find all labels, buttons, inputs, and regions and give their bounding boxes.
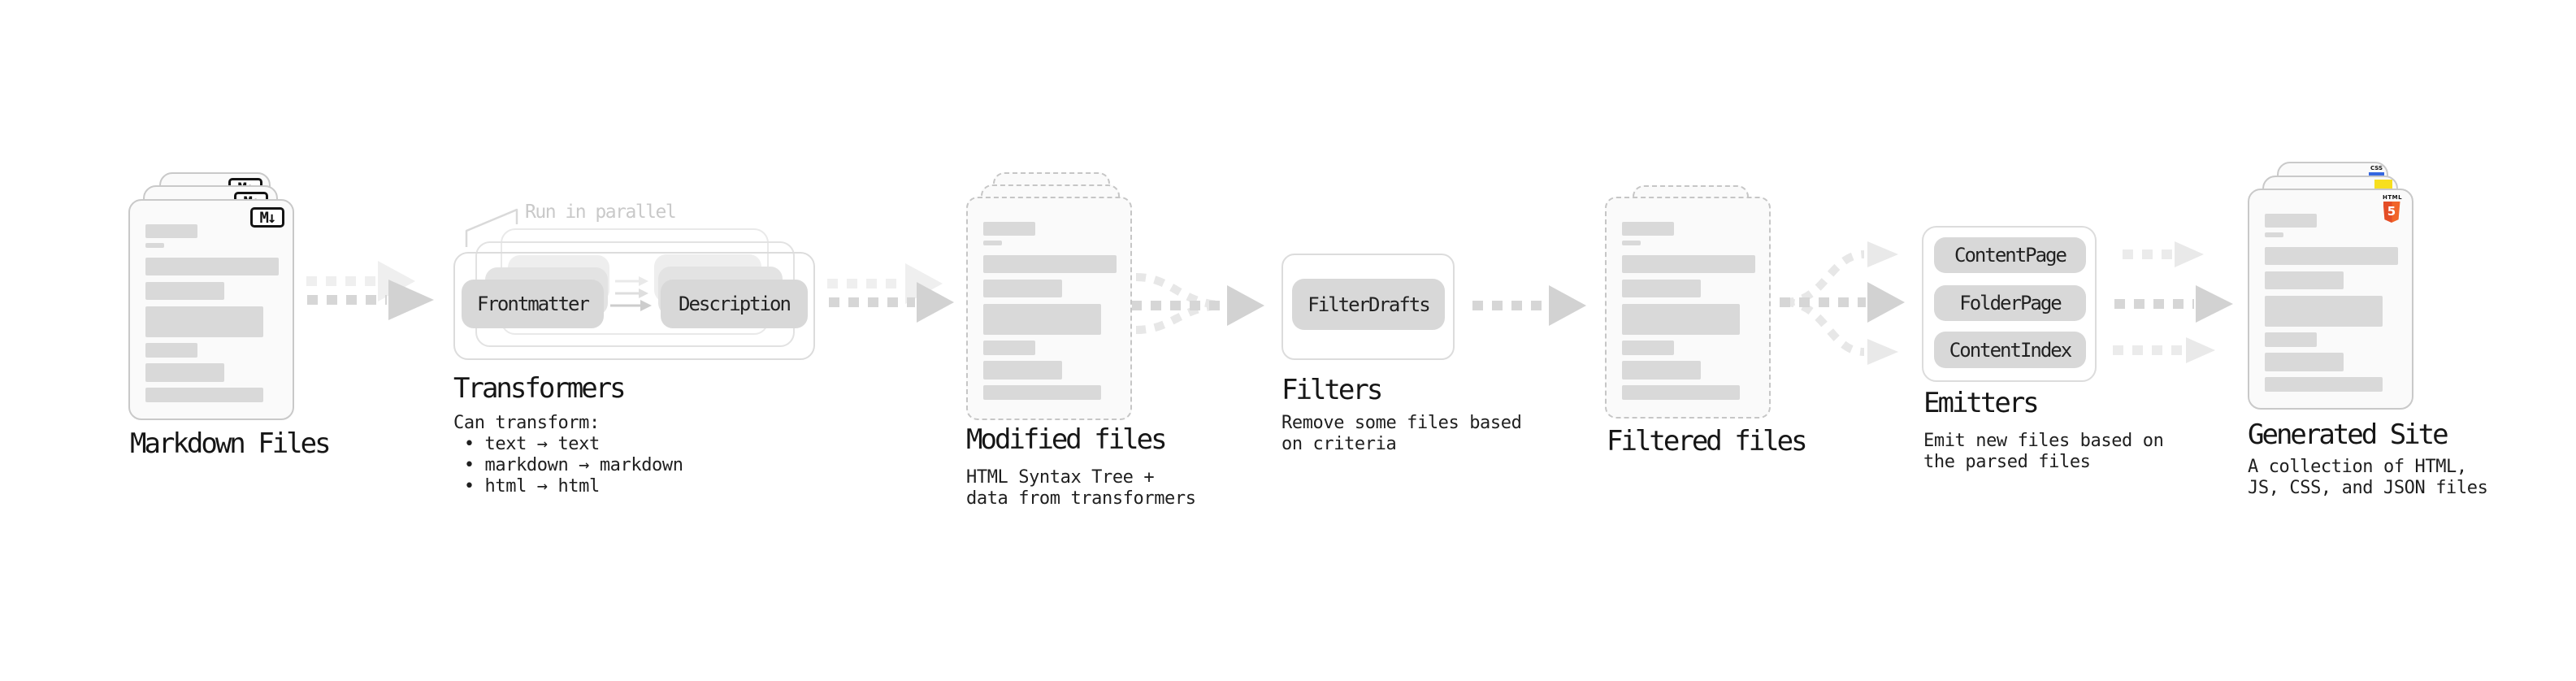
content-line-placeholder bbox=[983, 361, 1062, 380]
emitters-label: Emitters bbox=[1923, 387, 2040, 419]
modified-file-front bbox=[966, 197, 1132, 420]
modified-files-label: Modified files bbox=[966, 423, 1168, 456]
parallel-step-arrows bbox=[610, 276, 652, 311]
content-line-placeholder bbox=[2265, 332, 2317, 347]
markdown-files-label: Markdown Files bbox=[130, 427, 332, 460]
html5-icon: HTML 5 bbox=[2383, 195, 2402, 223]
content-line-placeholder bbox=[2265, 377, 2383, 392]
run-in-parallel-note: Run in parallel bbox=[525, 202, 677, 223]
content-line-placeholder bbox=[983, 280, 1062, 297]
ghost-arrow-icon bbox=[827, 263, 943, 304]
content-line-placeholder bbox=[1622, 280, 1701, 297]
arrow-emitters-to-generated bbox=[2113, 241, 2233, 363]
filtered-files-label: Filtered files bbox=[1607, 425, 1808, 458]
arrow-markdown-to-transformers bbox=[306, 261, 434, 320]
filters-box bbox=[1281, 254, 1455, 360]
emitter-step-folderpage: FolderPage bbox=[1934, 285, 2086, 321]
emitters-box bbox=[1922, 226, 2097, 382]
content-line-placeholder bbox=[983, 304, 1101, 335]
content-line-placeholder bbox=[2265, 271, 2344, 289]
content-line-placeholder bbox=[1622, 340, 1674, 355]
content-line-placeholder bbox=[145, 306, 263, 337]
emitter-step-contentindex: ContentIndex bbox=[1934, 332, 2086, 368]
generated-file-front: HTML 5 bbox=[2248, 189, 2413, 410]
content-line-placeholder bbox=[1622, 385, 1740, 400]
content-line-placeholder bbox=[145, 282, 224, 300]
filter-step-filterdrafts: FilterDrafts bbox=[1292, 279, 1445, 330]
content-line-placeholder bbox=[2265, 232, 2283, 237]
content-line-placeholder bbox=[1622, 241, 1641, 245]
content-line-placeholder bbox=[145, 258, 279, 275]
transformer-step-description: Description bbox=[661, 280, 808, 328]
filters-label: Filters bbox=[1281, 374, 1383, 406]
content-line-placeholder bbox=[1622, 304, 1740, 335]
modified-files-description: HTML Syntax Tree + data from transformer… bbox=[966, 467, 1196, 509]
css-icon: CSS bbox=[2369, 166, 2384, 176]
content-line-placeholder bbox=[1622, 222, 1674, 236]
content-line-placeholder bbox=[2265, 247, 2398, 265]
content-line-placeholder bbox=[145, 224, 197, 238]
content-line-placeholder bbox=[1622, 361, 1701, 380]
generated-site-description: A collection of HTML, JS, CSS, and JSON … bbox=[2248, 457, 2488, 498]
content-line-placeholder bbox=[145, 343, 197, 358]
note-leader-line bbox=[465, 208, 518, 247]
emitter-step-contentpage: ContentPage bbox=[1934, 237, 2086, 273]
content-line-placeholder bbox=[145, 363, 224, 382]
content-line-placeholder bbox=[145, 388, 263, 402]
filters-description: Remove some files based on criteria bbox=[1281, 413, 1522, 454]
generated-site-label: Generated Site bbox=[2248, 419, 2449, 451]
arrow-transformers-to-modified bbox=[827, 263, 954, 323]
content-line-placeholder bbox=[2265, 214, 2317, 228]
ghost-arrow-icon bbox=[306, 261, 415, 301]
emitters-description: Emit new files based on the parsed files bbox=[1923, 431, 2164, 472]
content-line-placeholder bbox=[983, 340, 1035, 355]
arrow-modified-to-filters bbox=[1131, 273, 1264, 334]
content-line-placeholder bbox=[983, 241, 1002, 245]
filtered-file-front bbox=[1605, 197, 1771, 419]
content-line-placeholder bbox=[2265, 296, 2383, 327]
content-line-placeholder bbox=[983, 255, 1117, 273]
markdown-icon: M↓ bbox=[250, 207, 284, 228]
content-line-placeholder bbox=[1622, 255, 1755, 273]
arrow-filters-to-filtered bbox=[1472, 285, 1586, 326]
content-line-placeholder bbox=[983, 222, 1035, 236]
transformer-step-frontmatter: Frontmatter bbox=[462, 280, 604, 328]
content-line-placeholder bbox=[983, 385, 1101, 400]
content-line-placeholder bbox=[145, 243, 164, 248]
transformers-box bbox=[453, 252, 815, 360]
transformers-description: Can transform: • text → text • markdown … bbox=[453, 413, 683, 497]
content-line-placeholder bbox=[2265, 353, 2344, 371]
arrow-filtered-to-emitters bbox=[1780, 241, 1905, 365]
transformers-label: Transformers bbox=[453, 372, 627, 405]
markdown-file-front: M↓ bbox=[128, 199, 294, 420]
